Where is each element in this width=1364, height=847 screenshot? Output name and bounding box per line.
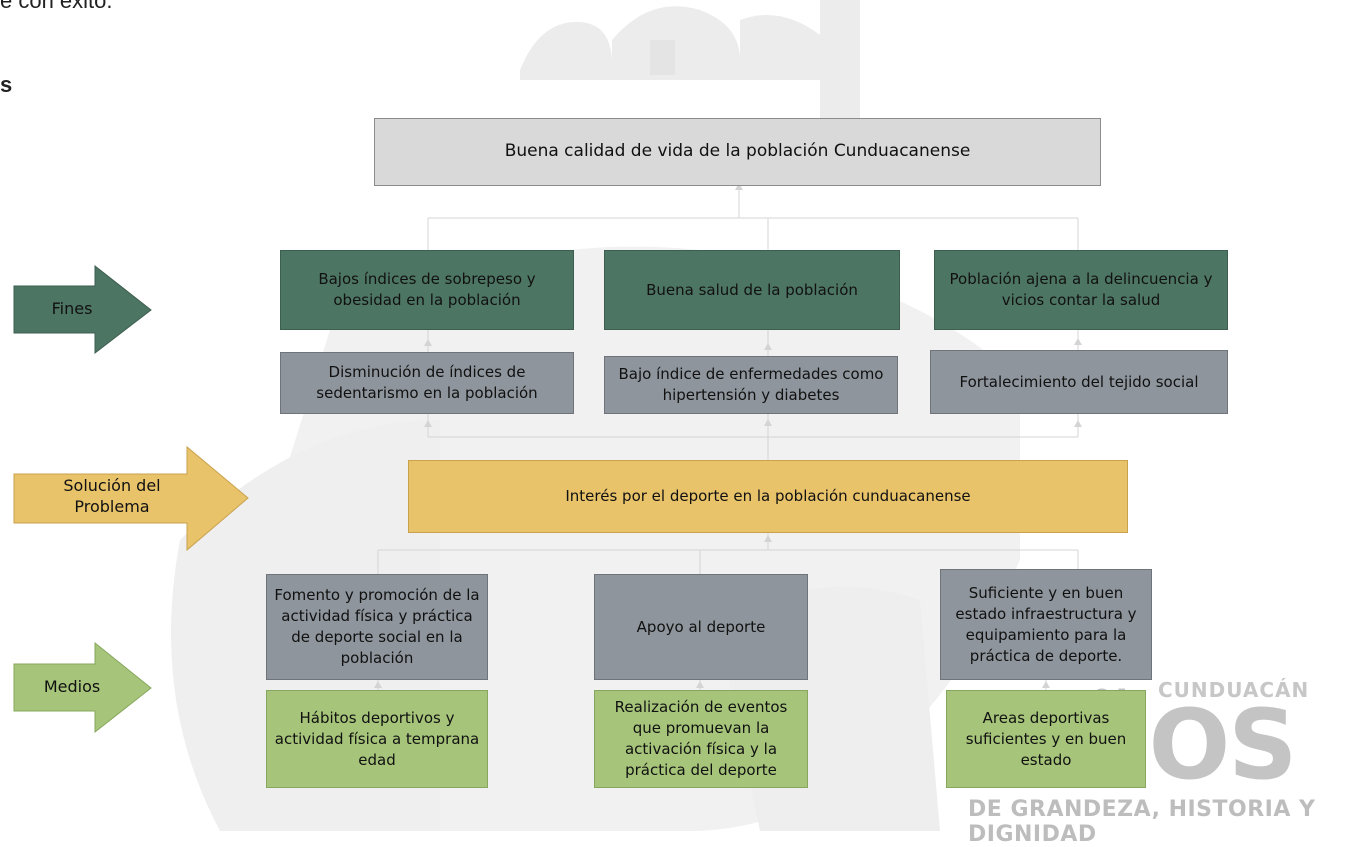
goal-box: Buena calidad de vida de la población Cu… — [374, 118, 1101, 186]
fin-box-2: Buena salud de la población — [604, 250, 900, 330]
page-text-fragment: e con éxito. — [0, 0, 113, 13]
effect-box-1: Disminución de índices de sedentarismo e… — [280, 352, 574, 414]
action-box-1: Hábitos deportivos y actividad física a … — [266, 690, 488, 788]
side-arrows — [13, 264, 249, 734]
arrow-medios — [13, 641, 152, 734]
action-box-2: Realización de eventos que promuevan la … — [594, 690, 808, 788]
solution-box: Interés por el deporte en la población c… — [408, 460, 1128, 533]
effect-box-2: Bajo índice de enfermedades como hiperte… — [604, 356, 898, 414]
arrow-solucion — [13, 445, 249, 552]
medio-box-1: Fomento y promoción de la actividad físi… — [266, 574, 488, 680]
arrow-label-solucion-line2: Problema — [74, 496, 150, 516]
action-box-3: Areas deportivas suficientes y en buen e… — [946, 690, 1146, 788]
arrow-label-medios: Medios — [43, 677, 101, 696]
arrow-fines — [13, 264, 152, 355]
arrow-label-fines: Fines — [51, 299, 93, 318]
watermark-text-city: CUNDUACÁN — [1158, 678, 1310, 702]
fin-box-1: Bajos índices de sobrepeso y obesidad en… — [280, 250, 574, 330]
effect-box-3: Fortalecimiento del tejido social — [930, 350, 1228, 414]
arrow-label-solucion: Solución del Problema — [14, 476, 210, 518]
arrow-label-solucion-line1: Solución del — [63, 476, 161, 495]
section-heading-fragment: s — [0, 72, 13, 97]
fin-box-3: Población ajena a la delincuencia y vici… — [934, 250, 1228, 330]
medio-box-3: Suficiente y en buen estado infraestruct… — [940, 569, 1152, 680]
medio-box-2: Apoyo al deporte — [594, 574, 808, 680]
